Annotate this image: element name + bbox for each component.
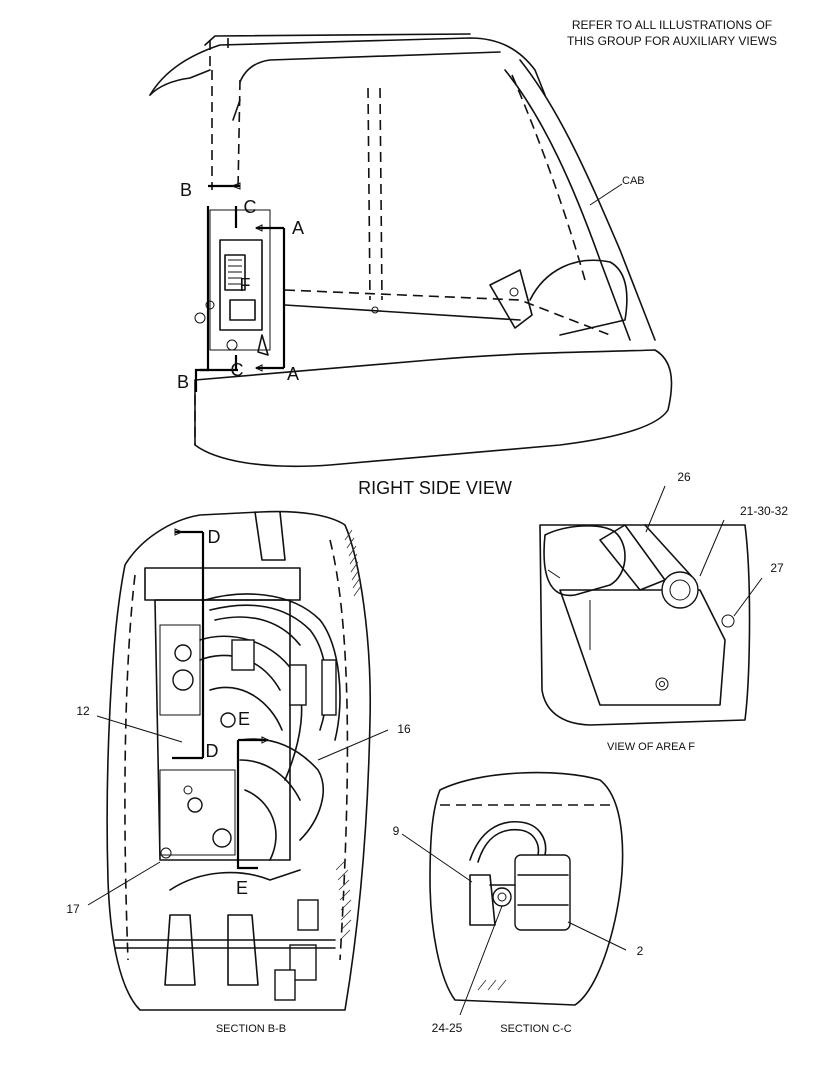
- right-side-view-title: RIGHT SIDE VIEW: [358, 478, 512, 498]
- callout-24-25: 24-25: [432, 1021, 463, 1035]
- callout-21-30-32: 21-30-32: [740, 504, 788, 518]
- section-marker-c-bottom: C: [231, 360, 244, 380]
- callout-26-leader: [645, 485, 666, 533]
- cab-label: CAB: [622, 175, 645, 187]
- callout-26: 26: [677, 470, 691, 484]
- section-lines-bb: [172, 528, 270, 870]
- refer-note-line-1: REFER TO ALL ILLUSTRATIONS OF: [572, 18, 772, 32]
- section-marker-c-top: C: [244, 197, 257, 217]
- section-bb-drawing: [106, 510, 372, 1011]
- callout-9-leader: [401, 833, 473, 883]
- cab-leader-line: [589, 183, 623, 206]
- callout-21-leader: [699, 519, 725, 577]
- view-area-f-caption: VIEW OF AREA F: [607, 741, 695, 753]
- area-marker-f: F: [240, 275, 251, 295]
- section-cc-caption: SECTION C-C: [500, 1023, 572, 1035]
- cab-drawing: [149, 33, 673, 468]
- callout-27-leader: [733, 577, 763, 617]
- callout-16: 16: [397, 722, 411, 736]
- callout-27: 27: [770, 561, 784, 575]
- section-bb-caption: SECTION B-B: [216, 1023, 286, 1035]
- section-marker-a-bottom: A: [287, 364, 299, 384]
- callout-17-leader: [87, 861, 161, 906]
- section-marker-e-bottom: E: [236, 878, 248, 898]
- section-marker-d-bottom: D: [206, 741, 219, 761]
- section-lines-right-view: [194, 182, 286, 392]
- section-marker-d-top: D: [208, 527, 221, 547]
- section-marker-e-top: E: [238, 709, 250, 729]
- section-cc-drawing: [429, 771, 624, 1006]
- callout-9: 9: [393, 824, 400, 838]
- section-marker-b-top: B: [180, 180, 192, 200]
- callout-16-leader: [317, 729, 389, 761]
- callout-17: 17: [66, 902, 80, 916]
- section-marker-b-bottom: B: [177, 372, 189, 392]
- section-marker-a-top: A: [292, 218, 304, 238]
- callout-2: 2: [637, 944, 644, 958]
- callout-2-leader: [567, 921, 627, 951]
- area-f-drawing: [539, 524, 751, 726]
- callout-12: 12: [76, 704, 90, 718]
- callout-24-25-leader: [459, 905, 503, 1016]
- refer-note-line-2: THIS GROUP FOR AUXILIARY VIEWS: [567, 34, 777, 48]
- callout-12-leader: [96, 715, 183, 743]
